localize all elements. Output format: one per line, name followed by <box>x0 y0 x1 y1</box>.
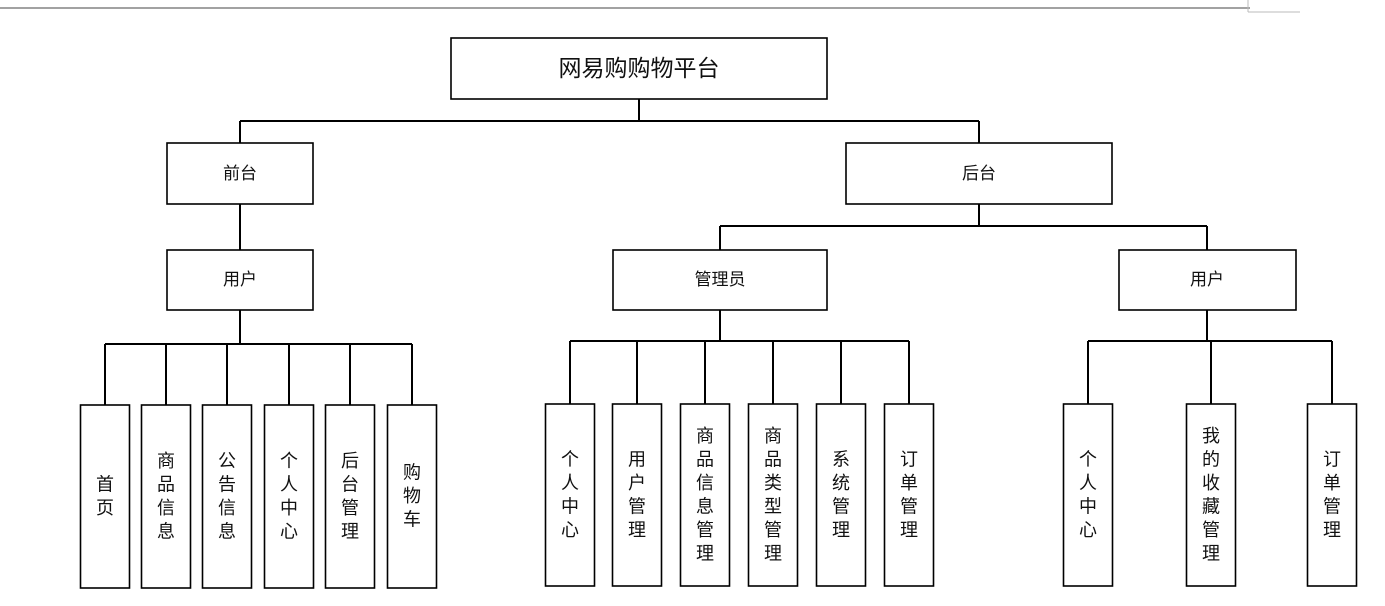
leaf-front-user-5-label: 后台管理 <box>341 451 359 543</box>
leaf-front-user-1: 首页 <box>79 404 131 589</box>
node-back-user-label: 用户 <box>1190 270 1224 290</box>
node-back-user: 用户 <box>1118 249 1297 311</box>
leaf-front-user-2-label: 商品信息 <box>157 451 175 543</box>
leaf-front-user-6: 购物车 <box>386 404 438 589</box>
leaf-nodes: 首页 商品信息 公告信息 个人中心 后台管理 购物车 个人中心 用户管理 商品信息管理 商品类型管… <box>79 403 1358 589</box>
leaf-front-user-4-label: 个人中心 <box>280 451 298 543</box>
leaf-admin-6: 订单管理 <box>883 403 935 587</box>
leaf-front-user-6-label: 购物车 <box>403 463 421 531</box>
node-back: 后台 <box>845 142 1113 205</box>
node-front-user-label: 用户 <box>223 270 257 290</box>
leaf-back-user-2: 我的收藏管理 <box>1185 403 1237 587</box>
leaf-front-user-2: 商品信息 <box>140 404 192 589</box>
leaf-admin-2-label: 用户管理 <box>628 449 646 541</box>
node-root-label: 网易购购物平台 <box>559 56 720 82</box>
leaf-back-user-2-label: 我的收藏管理 <box>1202 426 1220 565</box>
node-root: 网易购购物平台 <box>450 37 828 100</box>
leaf-front-user-1-label: 首页 <box>96 474 114 519</box>
leaf-admin-3-label: 商品信息管理 <box>696 426 714 565</box>
leaf-back-user-3-label: 订单管理 <box>1323 449 1341 541</box>
leaf-admin-2: 用户管理 <box>611 403 663 587</box>
leaf-admin-3: 商品信息管理 <box>679 403 731 587</box>
leaf-back-user-3: 订单管理 <box>1306 403 1358 587</box>
leaf-front-user-5: 后台管理 <box>324 404 376 589</box>
leaf-admin-6-label: 订单管理 <box>900 449 918 541</box>
leaf-front-user-4: 个人中心 <box>263 404 315 589</box>
node-back-label: 后台 <box>962 164 996 184</box>
leaf-front-user-3: 公告信息 <box>201 404 253 589</box>
leaf-admin-1-label: 个人中心 <box>561 449 579 541</box>
connectors <box>104 99 1333 405</box>
node-front: 前台 <box>166 142 314 205</box>
leaf-admin-1: 个人中心 <box>544 403 596 587</box>
leaf-back-user-1: 个人中心 <box>1062 403 1114 587</box>
leaf-front-user-3-label: 公告信息 <box>218 451 236 543</box>
node-front-label: 前台 <box>223 164 257 184</box>
leaf-admin-5-label: 系统管理 <box>832 449 850 541</box>
leaf-admin-4: 商品类型管理 <box>747 403 799 587</box>
leaf-admin-5: 系统管理 <box>815 403 867 587</box>
node-admin-label: 管理员 <box>695 270 746 290</box>
node-front-user: 用户 <box>166 249 314 311</box>
node-admin: 管理员 <box>612 249 828 311</box>
leaf-admin-4-label: 商品类型管理 <box>764 426 782 565</box>
leaf-back-user-1-label: 个人中心 <box>1079 449 1097 541</box>
